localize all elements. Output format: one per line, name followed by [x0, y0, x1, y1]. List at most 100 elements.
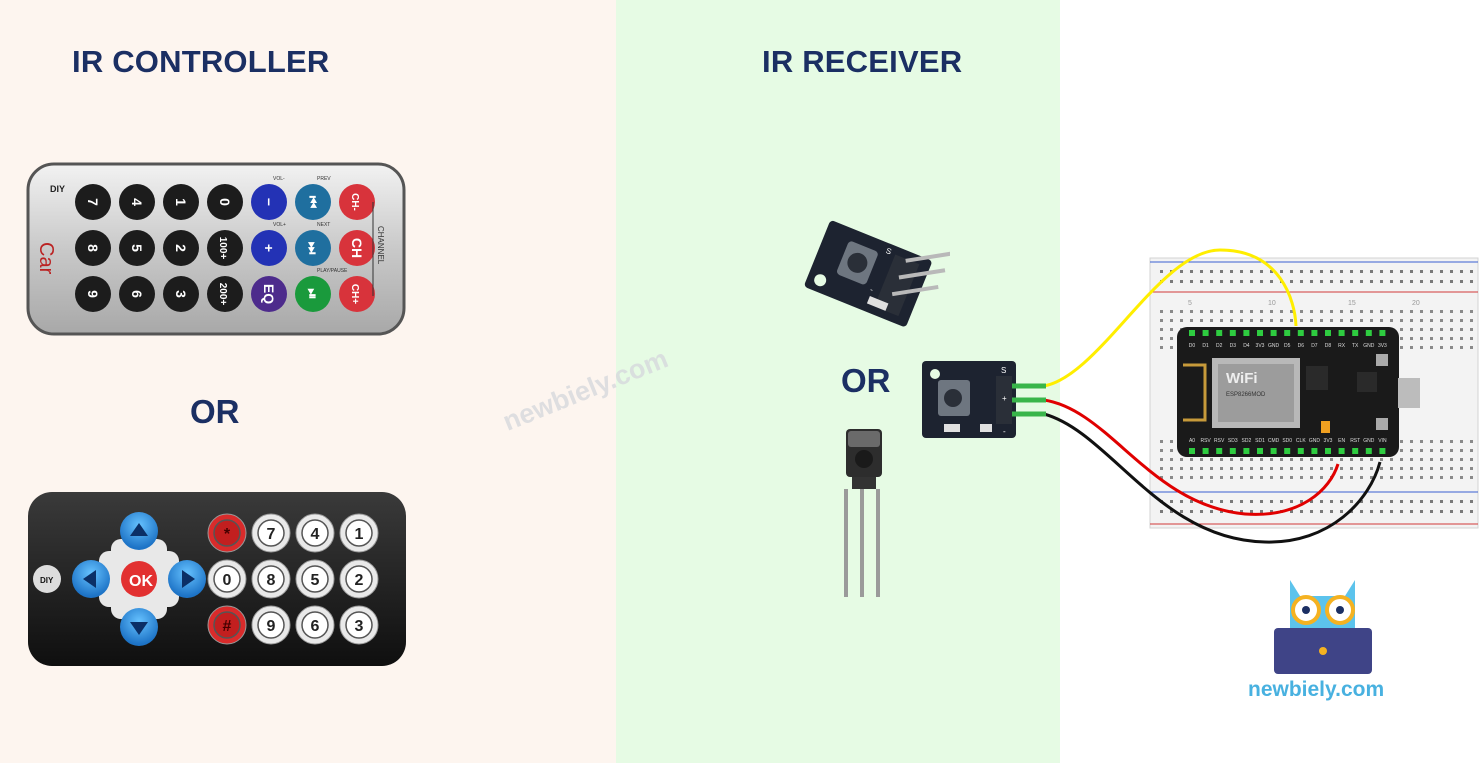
remote-1-key[interactable] [339, 184, 375, 220]
remote-1-brand: Car [35, 242, 57, 275]
remote-1-key-label: 9 [85, 290, 101, 298]
remote-1-key[interactable] [119, 184, 155, 220]
reset-button[interactable] [1376, 418, 1388, 430]
remote-1-small-label: VOL- [273, 176, 285, 182]
remote-1-key[interactable] [163, 276, 199, 312]
remote-1-key-label: + [261, 244, 277, 252]
board-top-pin [1311, 330, 1318, 336]
board-bottom-pin-label: GND [1309, 438, 1321, 444]
board-top-pin [1270, 330, 1277, 336]
remote-1-key[interactable] [75, 230, 111, 266]
remote-1-key[interactable] [75, 184, 111, 220]
remote-1-key[interactable] [251, 230, 287, 266]
remote-1-key[interactable] [207, 184, 243, 220]
board-bottom-pin-label: RST [1350, 438, 1360, 444]
board-top-pin [1243, 330, 1250, 336]
remote-1-key[interactable] [163, 184, 199, 220]
remote-1-key[interactable] [295, 230, 331, 266]
board-bottom-pin-label: EN [1338, 438, 1345, 444]
remote-1-key-label: CH [349, 238, 365, 258]
remote-1-key[interactable] [163, 230, 199, 266]
remote-1-key[interactable] [119, 230, 155, 266]
remote-1-key[interactable] [119, 276, 155, 312]
board-top-pin-label: D0 [1189, 343, 1196, 349]
remote-1-key[interactable] [207, 276, 243, 312]
remote-2-key-label: 7 [267, 526, 276, 543]
board-top-pin [1379, 330, 1386, 336]
owl-logo-icon [1274, 580, 1372, 674]
board-bottom-pin [1202, 448, 1209, 454]
brand-text: newbiely.com [1248, 678, 1385, 701]
remote-1-key[interactable] [251, 276, 287, 312]
board-top-pin [1338, 330, 1345, 336]
board-bottom-pin-label: SD1 [1255, 438, 1265, 444]
board-top-pin [1297, 330, 1304, 336]
board-top-pin [1189, 330, 1195, 336]
flash-button[interactable] [1376, 354, 1388, 366]
remote-1-key-label: EQ [261, 284, 277, 304]
remote-1-key-label: 7 [85, 198, 101, 206]
remote-2-key-label: 3 [355, 618, 364, 635]
remote-1-key-label: 8 [85, 244, 101, 252]
breadboard-row-20: 20 [1412, 300, 1420, 307]
board-bottom-pin-label: GND [1363, 438, 1375, 444]
ir-receiver-sensor [844, 429, 882, 597]
breadboard-row-10: 10 [1268, 300, 1276, 307]
board-top-pin [1257, 330, 1263, 336]
remote-1-key[interactable] [75, 276, 111, 312]
remote-2-key-label: 5 [311, 572, 320, 589]
board-bottom-pin [1189, 448, 1195, 454]
remote-1-key[interactable] [339, 276, 375, 312]
remote-1-key-label: ⏯ [305, 288, 321, 299]
remote-1-key[interactable] [251, 184, 287, 220]
ir-receiver-title: IR RECEIVER [762, 44, 963, 79]
remote-2-key-label: 8 [267, 572, 276, 589]
board-bottom-pin [1216, 448, 1223, 454]
board-top-pin [1365, 330, 1372, 336]
board-top-pin-label: D3 [1230, 343, 1237, 349]
board-top-pin [1325, 330, 1331, 336]
remote-1-key-label: 6 [129, 290, 145, 298]
remote-1-key-label: 5 [129, 244, 145, 252]
or-label-controller: OR [190, 393, 240, 430]
board-bottom-pin [1311, 448, 1318, 454]
board-top-pin [1352, 330, 1359, 336]
remote-1-key-label: 2 [173, 244, 189, 252]
remote-1-key[interactable] [207, 230, 243, 266]
board-bottom-pin-label: 3V3 [1324, 438, 1333, 444]
board-top-pin [1284, 330, 1291, 336]
board-bottom-pin [1297, 448, 1304, 454]
remote-2-key-label: 9 [267, 618, 276, 635]
board-top-pin-label: D7 [1311, 343, 1318, 349]
breadboard-row-5: 5 [1188, 300, 1192, 307]
remote-2-key-label: 0 [223, 572, 232, 589]
remote-1-key[interactable] [295, 276, 331, 312]
board-bottom-pin [1284, 448, 1291, 454]
signal-wire [1043, 248, 1298, 388]
board-top-pin-label: D5 [1284, 343, 1291, 349]
breadboard-row-15: 15 [1348, 300, 1356, 307]
remote-1-key-label: ⏮ [305, 196, 321, 209]
board-bottom-pin [1257, 448, 1263, 454]
remote-1-key[interactable] [295, 184, 331, 220]
board-top-pin-label: TX [1352, 343, 1359, 349]
board-bottom-pin-label: SD3 [1228, 438, 1238, 444]
ok-button[interactable] [121, 561, 157, 597]
board-bottom-pin-label: RSV [1214, 438, 1225, 444]
remote-2-logo: DIY [40, 576, 54, 585]
ir-receiver-module: S - [804, 220, 950, 327]
board-top-pin-label: D8 [1325, 343, 1332, 349]
closeup-pin-s: S [1001, 366, 1006, 375]
remote-1-key-label: 3 [173, 290, 189, 298]
remote-1-key-label: CH+ [349, 284, 360, 304]
board-bottom-pin [1270, 448, 1277, 454]
remote-1-key[interactable] [339, 230, 375, 266]
module-model-text: ESP8266MOD [1226, 392, 1266, 398]
board-bottom-pin [1365, 448, 1372, 454]
board-bottom-pin [1325, 448, 1331, 454]
remote-2-key-label: 1 [355, 526, 364, 543]
remote-2-logo-badge [33, 565, 61, 593]
closeup-pin-plus: + [1002, 394, 1007, 403]
